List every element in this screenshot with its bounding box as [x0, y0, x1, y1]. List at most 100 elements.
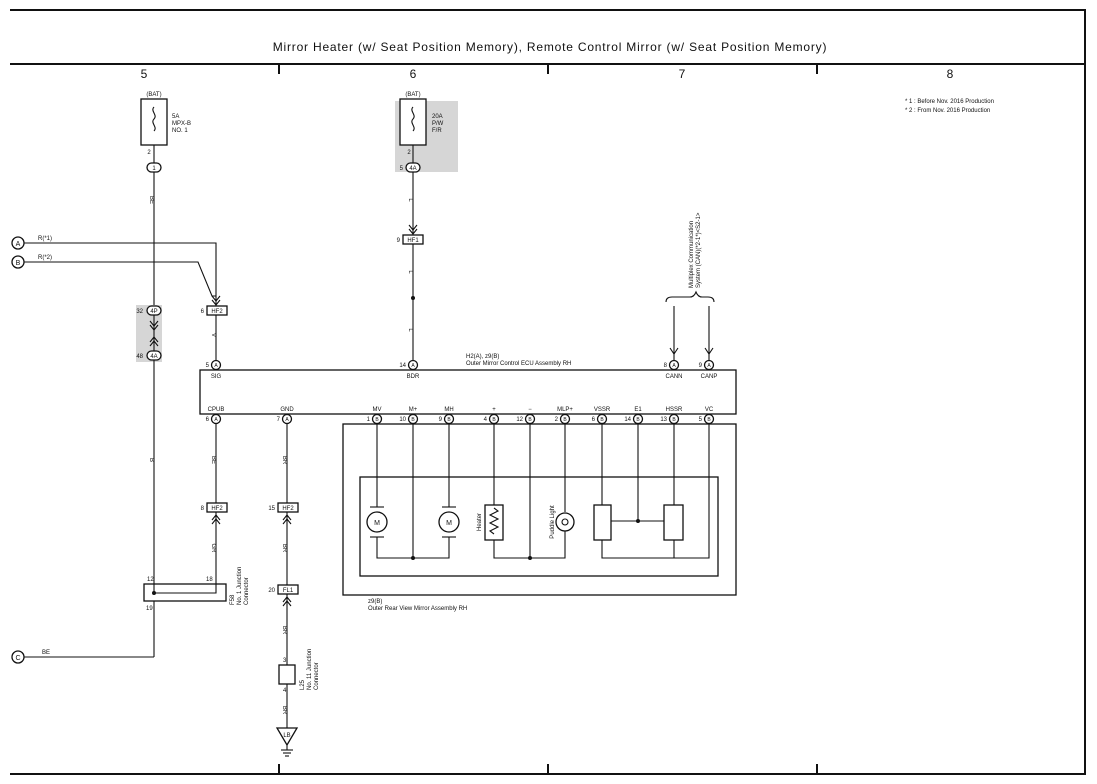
mirror-name: Outer Rear View Mirror Assembly RH: [368, 606, 467, 612]
junction-f58: 12 18 19 F58 No. 1 Junction Connector: [143, 567, 250, 612]
svg-text:2: 2: [555, 417, 559, 423]
footnote: * 1 : Before Nov. 2016 Production: [905, 99, 994, 105]
svg-text:Heater: Heater: [477, 513, 483, 531]
horizontal-sensor-icon: [663, 504, 684, 541]
fuse-pw: (BAT) 20A P/W F/R 2 4A 5: [399, 92, 444, 173]
junction-l25: 3 4 L25 No. 11 Junction Connector: [278, 649, 320, 694]
can-label: System (CAN)(*2-1*)<S2-1>: [696, 212, 702, 288]
arrow-icon: [669, 347, 679, 355]
ecu-header: H2(A), z9(B) Outer Mirror Control ECU As…: [466, 354, 571, 367]
connector-hf2: [277, 502, 299, 513]
svg-text:M: M: [446, 520, 452, 527]
svg-text:B: B: [563, 417, 567, 423]
svg-text:14: 14: [624, 417, 631, 423]
svg-text:+: +: [492, 407, 496, 413]
svg-text:HF2: HF2: [211, 506, 223, 512]
mirror-inner-box: [359, 476, 719, 577]
svg-text:5A: 5A: [172, 114, 179, 120]
svg-text:L25: L25: [300, 679, 306, 690]
svg-text:VC: VC: [705, 407, 714, 413]
svg-text:B: B: [492, 417, 496, 423]
svg-text:20A: 20A: [432, 114, 443, 120]
svg-text:VSSR: VSSR: [594, 407, 611, 413]
svg-text:12: 12: [147, 577, 154, 583]
svg-text:12: 12: [516, 417, 523, 423]
heater-icon: [484, 504, 504, 541]
svg-text:5: 5: [206, 363, 210, 369]
arrow-icon: [704, 347, 714, 355]
wire-color-label: L: [407, 328, 413, 332]
svg-text:CANN: CANN: [665, 374, 682, 380]
svg-text:MLP+: MLP+: [557, 407, 573, 413]
wire-color-label: GR: [210, 544, 216, 554]
svg-text:MV: MV: [373, 407, 382, 413]
mirror-internals: M M Heater Puddle Light: [366, 424, 710, 560]
svg-text:5: 5: [699, 417, 703, 423]
svg-text:BDR: BDR: [407, 374, 420, 380]
svg-text:2: 2: [147, 150, 151, 156]
connector-arrow-icon: [408, 224, 418, 235]
connector-arrow-icon: [211, 295, 221, 306]
svg-text:B: B: [528, 417, 532, 423]
svg-text:A: A: [214, 417, 218, 423]
svg-text:LB: LB: [283, 733, 290, 739]
svg-text:FL1: FL1: [283, 588, 294, 594]
wire-color-label: L: [407, 198, 413, 202]
svg-text:B: B: [707, 417, 711, 423]
splice-point: [636, 519, 640, 523]
svg-text:F/R: F/R: [432, 128, 442, 134]
off-page-connector-b: B R(*2): [11, 255, 216, 297]
svg-text:4A: 4A: [409, 166, 416, 172]
svg-text:A: A: [707, 363, 711, 369]
svg-text:R(*2): R(*2): [38, 255, 52, 261]
svg-text:A: A: [16, 241, 21, 248]
svg-text:19: 19: [146, 606, 153, 612]
svg-text:20: 20: [268, 588, 275, 594]
svg-text:Outer Mirror Control ECU Assem: Outer Mirror Control ECU Assembly RH: [466, 361, 571, 367]
ecu-pin-canp: A 9 CANP: [699, 359, 718, 380]
can-bracket: [665, 290, 715, 303]
svg-text:CPUB: CPUB: [208, 407, 225, 413]
wire-color-label: BR: [281, 706, 287, 715]
column-number: 8: [947, 67, 954, 81]
svg-text:9: 9: [439, 417, 443, 423]
column-number: 5: [141, 67, 148, 81]
svg-text:HF2: HF2: [282, 506, 294, 512]
off-page-connector-a: A R(*1): [11, 236, 217, 306]
wire-color-label: BR: [281, 626, 287, 635]
svg-text:5: 5: [400, 166, 404, 172]
wire-color-label: BR: [281, 456, 287, 465]
svg-text:A: A: [672, 363, 676, 369]
svg-text:CANP: CANP: [701, 374, 718, 380]
fuse-icon: [140, 98, 168, 146]
svg-text:B: B: [447, 417, 451, 423]
svg-text:6: 6: [592, 417, 596, 423]
vertical-sensor-icon: [593, 504, 612, 541]
wire-color-label: BE: [210, 456, 216, 464]
svg-text:−: −: [528, 407, 532, 413]
svg-text:15: 15: [268, 506, 275, 512]
ecu-pin-gnd: GND A 7: [277, 407, 294, 425]
svg-text:48: 48: [136, 354, 143, 360]
column-ruler: 5 6 7 8: [141, 64, 954, 774]
svg-text:B: B: [672, 417, 676, 423]
connector-hf2: [206, 502, 228, 513]
wire-color-label: BE: [148, 196, 154, 204]
svg-text:32: 32: [136, 309, 143, 315]
svg-text:B: B: [375, 417, 379, 423]
svg-text:No. 11 Junction: No. 11 Junction: [307, 649, 313, 690]
svg-text:H2(A), z9(B): H2(A), z9(B): [466, 354, 499, 360]
motor-icon: [366, 511, 388, 533]
svg-text:A: A: [285, 417, 289, 423]
svg-text:7: 7: [277, 417, 281, 423]
ecu-box: [199, 369, 737, 415]
ecu-pin-cpub: CPUB A 6: [206, 407, 225, 425]
svg-text:10: 10: [399, 417, 406, 423]
connector-arrow-icon: [149, 336, 159, 347]
svg-text:4P: 4P: [150, 309, 157, 315]
svg-text:M: M: [374, 520, 380, 527]
wire-color-label: BR: [281, 544, 287, 553]
wire-color-label: B: [148, 458, 154, 462]
svg-text:MPX-B: MPX-B: [172, 121, 191, 127]
svg-text:B: B: [16, 260, 21, 267]
